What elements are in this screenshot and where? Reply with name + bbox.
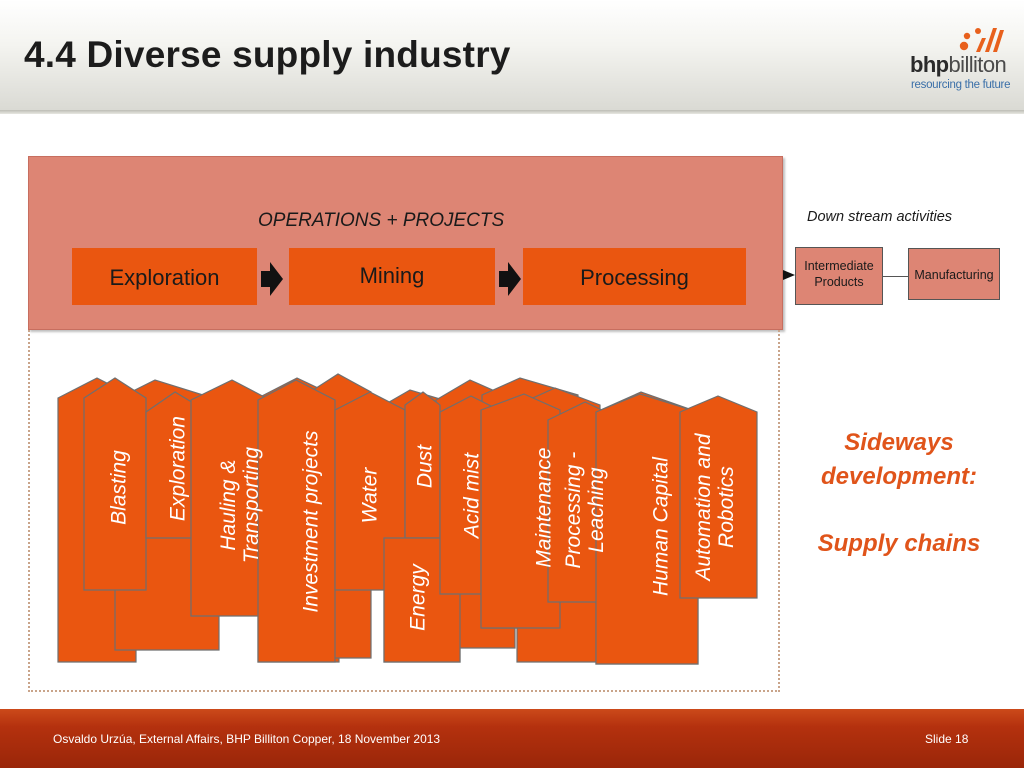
logo-dots-icon: [959, 28, 1004, 52]
chain-label-blasting: Blasting: [107, 450, 131, 525]
sideways-line-2: development:: [820, 462, 978, 490]
chain-label-water: Water: [358, 467, 382, 524]
chain-label-maintenance: Maintenance: [532, 447, 556, 568]
chain-label-human-capital: Human Capital: [649, 457, 673, 596]
slide-number: Slide 18: [925, 732, 969, 746]
step-processing: Processing: [523, 248, 746, 305]
downstream-label: Down stream activities: [807, 209, 953, 225]
intermediate-products-box: Intermediate Products: [795, 247, 883, 305]
manufacturing-box: Manufacturing: [908, 248, 1000, 300]
chain-label-hauling: Hauling & Transporting: [216, 446, 263, 564]
slide-footer: [0, 709, 1024, 768]
downstream-connector: [882, 276, 908, 277]
arrow-right-icon: [261, 262, 283, 296]
logo-tagline: resourcing the future: [911, 79, 1011, 91]
chain-label-energy: Energy: [406, 564, 430, 631]
operations-title: OPERATIONS + PROJECTS: [258, 210, 505, 231]
chain-label-processing-leaching: Processing - Leaching: [561, 451, 608, 569]
sideways-line-1: Sideways: [844, 429, 954, 456]
chain-label-exploration: Exploration: [166, 416, 190, 522]
sideways-line-3: Supply chains: [817, 530, 981, 558]
chain-label-acid-mist: Acid mist: [460, 452, 484, 539]
chain-label-dust: Dust: [413, 444, 437, 489]
chain-label-investment: Investment projects: [299, 430, 323, 613]
arrow-right-icon: [499, 262, 521, 296]
step-mining: Mining: [289, 248, 495, 305]
supply-chain-area: [28, 330, 780, 692]
chevron-investment: [257, 379, 336, 663]
step-exploration: Exploration: [72, 248, 257, 305]
chain-label-automation: Automation and Robotics: [691, 433, 738, 581]
chevron-automation: [679, 395, 758, 599]
slide-header: [0, 0, 1024, 112]
logo-wordmark: bhpbilliton: [910, 52, 1007, 77]
arrow-right-small-icon: [783, 270, 795, 280]
company-logo: bhpbilliton resourcing the future: [900, 22, 1012, 96]
header-divider: [0, 110, 1024, 114]
sideways-development-text: Sideways development: Supply chains: [798, 426, 1000, 561]
footer-credit: Osvaldo Urzúa, External Affairs, BHP Bil…: [53, 732, 441, 746]
slide-title: 4.4 Diverse supply industry: [24, 34, 511, 75]
